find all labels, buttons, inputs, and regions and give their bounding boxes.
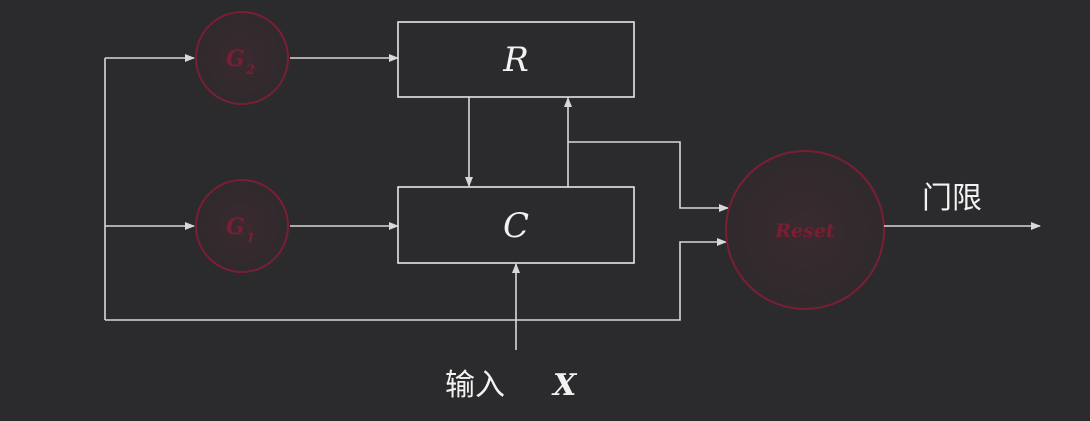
g2-gate-circle — [195, 11, 289, 105]
g1-gate-circle — [195, 179, 289, 273]
input-label: 输入 — [445, 368, 505, 403]
input-variable: X — [551, 368, 578, 403]
output-label: 门限 — [922, 181, 982, 216]
g2-gate-letter: G — [226, 46, 245, 72]
c-block: C — [397, 186, 635, 264]
c-block-rect — [397, 186, 635, 264]
g1-gate-subscript: 1 — [246, 231, 255, 246]
g1-gate: G 1 — [195, 179, 289, 273]
g2-gate: G 2 — [195, 11, 289, 105]
r-block-label: R — [502, 40, 529, 80]
r-block: R — [397, 21, 635, 98]
r-block-rect — [397, 21, 635, 98]
bus-to-reset-path — [105, 238, 727, 321]
reset-gate-circle — [725, 150, 885, 310]
g2-gate-subscript: 2 — [245, 63, 255, 78]
reset-gate: Reset — [725, 150, 885, 310]
g1-gate-letter: G — [226, 214, 245, 240]
c-block-label: C — [503, 206, 529, 246]
reset-gate-label: Reset — [774, 220, 835, 242]
feedback-to-reset-path — [568, 141, 729, 212]
